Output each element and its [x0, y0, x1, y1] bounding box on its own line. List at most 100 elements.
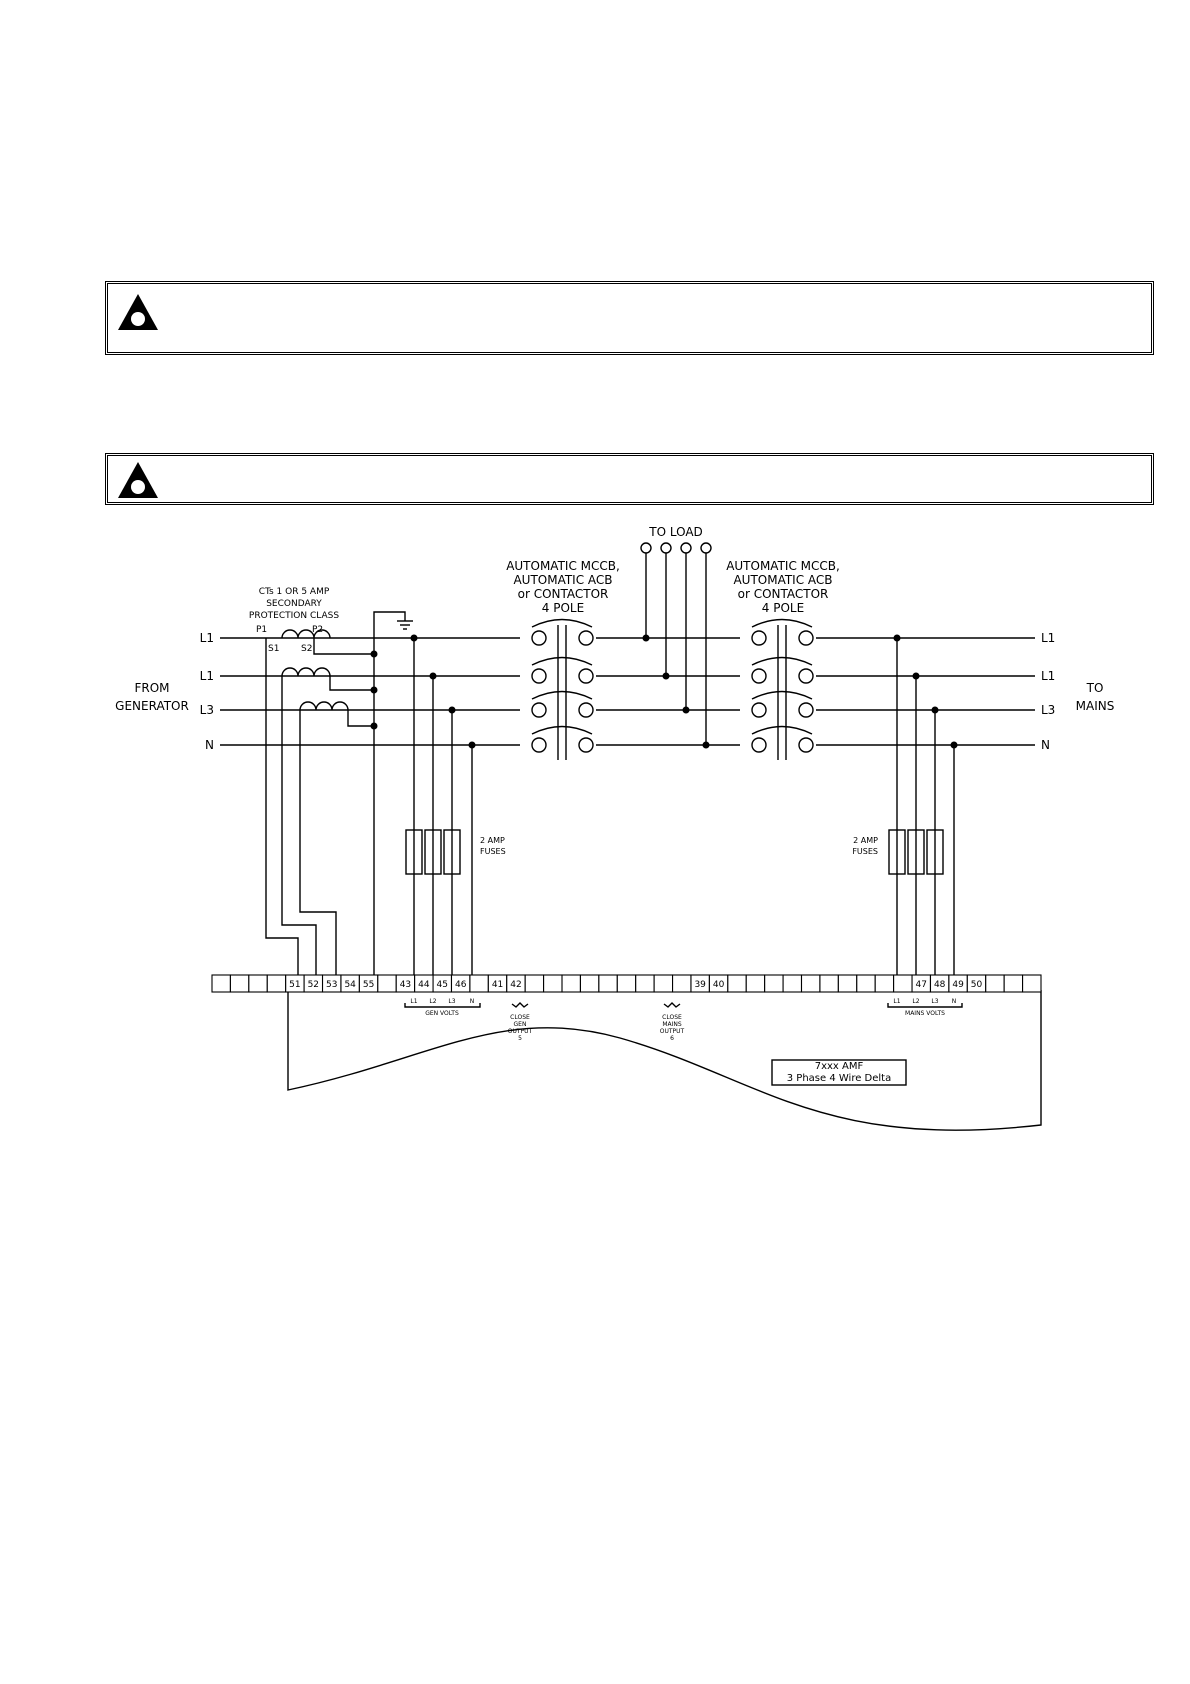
mains-volts-phase-l1: L1: [893, 998, 900, 1005]
ct-terminal-s1: S1: [268, 644, 279, 654]
terminal-number: 50: [971, 980, 983, 990]
warning-box-1: [105, 281, 1154, 355]
right-line-label-l3: L3: [1041, 703, 1055, 717]
terminal-39: 39: [690, 974, 710, 993]
breaker-left-line-4: 4 POLE: [542, 601, 584, 615]
close-mains-line-4: 6: [670, 1035, 674, 1042]
terminal-number: 40: [713, 980, 725, 990]
breaker-right-line-4: 4 POLE: [762, 601, 804, 615]
fuses-left-line-2: FUSES: [480, 847, 506, 856]
warning-box-2: [105, 453, 1154, 505]
terminal-blank: [635, 974, 655, 993]
warning-triangle-icon: [118, 294, 158, 330]
left-line-label-l3: L3: [200, 703, 214, 717]
terminal-number: 53: [326, 980, 337, 990]
terminal-46: 46: [450, 974, 471, 993]
close-gen-line-1: CLOSE: [510, 1014, 530, 1021]
terminal-number: 47: [916, 980, 927, 990]
close-gen-line-2: GEN: [514, 1021, 527, 1028]
to-label-1: TO: [1086, 681, 1104, 695]
breaker-right-line-2: AUTOMATIC ACB: [733, 573, 832, 587]
terminal-50: 50: [966, 974, 987, 993]
terminal-54: 54: [340, 974, 360, 993]
terminal-blank: [579, 974, 600, 993]
terminal-blank: [1003, 974, 1024, 993]
mains-volts-phase-l2: L2: [912, 998, 919, 1005]
close-gen-line-4: 5: [518, 1035, 522, 1042]
terminal-blank: [598, 974, 618, 993]
gen-volts-phase-l1: L1: [410, 998, 417, 1005]
breaker-right-line-1: AUTOMATIC MCCB,: [726, 559, 840, 573]
left-line-label-l1b: L1: [200, 669, 214, 683]
terminal-number: 42: [510, 980, 521, 990]
terminal-41: 41: [487, 974, 508, 993]
terminal-blank: [727, 974, 747, 993]
terminal-blank: [248, 974, 268, 993]
terminal-blank: [856, 974, 876, 993]
to-load-label: TO LOAD: [648, 525, 703, 539]
close-gen-line-3: OUTPUT: [508, 1028, 533, 1035]
close-mains-line-3: OUTPUT: [660, 1028, 685, 1035]
terminal-blank: [672, 974, 692, 993]
gen-volts-phase-n: N: [470, 998, 475, 1005]
ct-terminal-s2: S2: [301, 644, 312, 654]
warning-triangle-icon: [118, 462, 158, 498]
terminal-number: 51: [289, 980, 300, 990]
terminal-number: 46: [455, 980, 467, 990]
terminal-52: 52: [303, 974, 324, 993]
left-line-label-n: N: [205, 738, 214, 752]
terminal-blank: [211, 974, 231, 993]
terminal-blank: [653, 974, 674, 993]
ct-note-line-2: SECONDARY: [266, 599, 322, 609]
terminal-55: 55: [358, 974, 379, 993]
terminal-blank: [616, 974, 637, 993]
module-subtitle: 3 Phase 4 Wire Delta: [787, 1073, 891, 1084]
fuses-right-line-2: FUSES: [852, 847, 878, 856]
ct-note-line-1: CTs 1 OR 5 AMP: [259, 587, 330, 597]
terminal-40: 40: [708, 974, 729, 993]
terminal-number: 54: [344, 980, 356, 990]
breaker-right-line-3: or CONTACTOR: [738, 587, 829, 601]
terminal-blank: [819, 974, 839, 993]
terminal-number: 49: [952, 980, 964, 990]
fuses-right-line-1: 2 AMP: [853, 836, 878, 845]
gen-volts-phase-l3: L3: [448, 998, 455, 1005]
terminal-47: 47: [911, 974, 932, 993]
from-label-1: FROM: [134, 681, 169, 695]
terminal-blank: [800, 974, 821, 993]
terminal-blank: [837, 974, 858, 993]
terminal-44: 44: [414, 974, 434, 993]
gen-volts-label: GEN VOLTS: [425, 1010, 459, 1017]
terminal-number: 44: [418, 980, 430, 990]
mains-volts-label: MAINS VOLTS: [905, 1010, 945, 1017]
ct-note-line-3: PROTECTION CLASS: [249, 611, 339, 621]
terminal-blank: [1022, 974, 1042, 993]
gen-volts-phase-l2: L2: [429, 998, 436, 1005]
right-line-label-l1: L1: [1041, 631, 1055, 645]
terminal-53: 53: [321, 974, 342, 993]
terminal-51: 51: [285, 974, 305, 993]
breaker-left-line-2: AUTOMATIC ACB: [513, 573, 612, 587]
to-label-2: MAINS: [1076, 699, 1115, 713]
breaker-left-line-1: AUTOMATIC MCCB,: [506, 559, 620, 573]
ct-terminal-p1: P1: [256, 625, 267, 635]
breaker-left-line-3: or CONTACTOR: [518, 587, 609, 601]
terminal-number: 41: [492, 980, 503, 990]
terminal-blank: [893, 974, 913, 993]
ct-terminal-p2: P2: [312, 625, 323, 635]
terminal-blank: [469, 974, 489, 993]
terminal-49: 49: [948, 974, 968, 993]
terminal-number: 45: [437, 980, 448, 990]
terminal-45: 45: [432, 974, 453, 993]
left-line-label-l1: L1: [200, 631, 214, 645]
terminal-blank: [524, 974, 545, 993]
terminal-blank: [764, 974, 784, 993]
terminal-blank: [874, 974, 895, 993]
close-mains-line-1: CLOSE: [662, 1014, 682, 1021]
terminal-number: 55: [363, 980, 374, 990]
right-line-label-l1b: L1: [1041, 669, 1055, 683]
terminal-blank: [266, 974, 287, 993]
close-mains-line-2: MAINS: [662, 1021, 682, 1028]
terminal-number: 48: [934, 980, 946, 990]
terminal-number: 52: [308, 980, 319, 990]
